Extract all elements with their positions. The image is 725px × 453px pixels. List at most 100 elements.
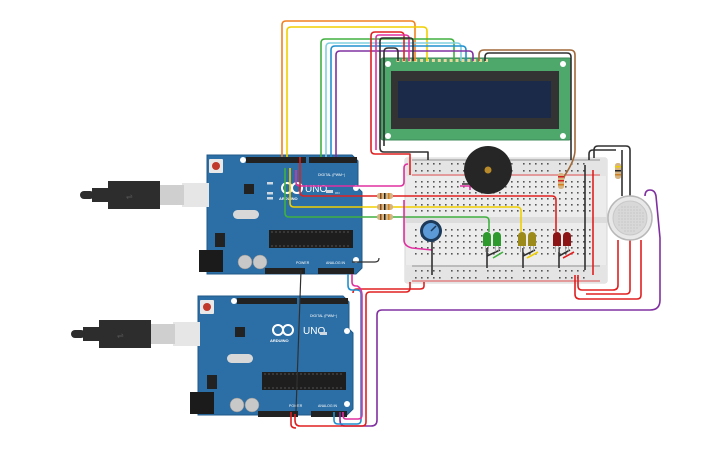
breadboard-hole[interactable]	[553, 181, 555, 183]
rail-hole[interactable]	[421, 277, 423, 279]
rail-hole[interactable]	[541, 270, 543, 272]
breadboard-hole[interactable]	[457, 186, 459, 188]
breadboard-hole[interactable]	[505, 204, 507, 206]
breadboard-hole[interactable]	[445, 235, 447, 237]
breadboard-hole[interactable]	[439, 181, 441, 183]
breadboard-hole[interactable]	[523, 192, 525, 194]
rail-hole[interactable]	[583, 277, 585, 279]
rail-hole[interactable]	[457, 170, 459, 172]
breadboard-hole[interactable]	[493, 229, 495, 231]
rail-hole[interactable]	[487, 277, 489, 279]
breadboard-hole[interactable]	[565, 210, 567, 212]
breadboard-hole[interactable]	[457, 192, 459, 194]
breadboard-hole[interactable]	[547, 241, 549, 243]
breadboard-hole[interactable]	[469, 235, 471, 237]
breadboard-hole[interactable]	[463, 204, 465, 206]
rail-hole[interactable]	[529, 170, 531, 172]
rail-hole[interactable]	[415, 277, 417, 279]
breadboard-hole[interactable]	[415, 241, 417, 243]
rail-hole[interactable]	[523, 270, 525, 272]
lcd-pin[interactable]	[467, 59, 471, 62]
breadboard-hole[interactable]	[583, 241, 585, 243]
breadboard-hole[interactable]	[457, 229, 459, 231]
rail-hole[interactable]	[523, 163, 525, 165]
breadboard-hole[interactable]	[457, 235, 459, 237]
breadboard-hole[interactable]	[481, 210, 483, 212]
breadboard-hole[interactable]	[541, 186, 543, 188]
breadboard-hole[interactable]	[553, 186, 555, 188]
breadboard-hole[interactable]	[559, 229, 561, 231]
breadboard-hole[interactable]	[553, 210, 555, 212]
breadboard-hole[interactable]	[547, 192, 549, 194]
rail-hole[interactable]	[433, 163, 435, 165]
breadboard-hole[interactable]	[571, 241, 573, 243]
breadboard-hole[interactable]	[487, 204, 489, 206]
rail-hole[interactable]	[463, 270, 465, 272]
breadboard-hole[interactable]	[571, 192, 573, 194]
breadboard-hole[interactable]	[517, 181, 519, 183]
rail-hole[interactable]	[511, 270, 513, 272]
breadboard-hole[interactable]	[493, 247, 495, 249]
breadboard-hole[interactable]	[463, 181, 465, 183]
breadboard-hole[interactable]	[535, 204, 537, 206]
rail-hole[interactable]	[559, 170, 561, 172]
breadboard-hole[interactable]	[421, 198, 423, 200]
breadboard-hole[interactable]	[547, 235, 549, 237]
breadboard-hole[interactable]	[445, 210, 447, 212]
breadboard-hole[interactable]	[451, 235, 453, 237]
breadboard-hole[interactable]	[475, 210, 477, 212]
breadboard-hole[interactable]	[439, 186, 441, 188]
rail-hole[interactable]	[583, 163, 585, 165]
rail-hole[interactable]	[427, 170, 429, 172]
breadboard-hole[interactable]	[535, 192, 537, 194]
breadboard-hole[interactable]	[577, 229, 579, 231]
breadboard-hole[interactable]	[469, 247, 471, 249]
breadboard-hole[interactable]	[439, 204, 441, 206]
rail-hole[interactable]	[541, 163, 543, 165]
breadboard-hole[interactable]	[451, 204, 453, 206]
usb-cable-bottom[interactable]: ⇌	[71, 320, 200, 348]
rail-hole[interactable]	[577, 163, 579, 165]
lcd-pin[interactable]	[443, 59, 447, 62]
breadboard-hole[interactable]	[511, 186, 513, 188]
breadboard-hole[interactable]	[589, 181, 591, 183]
rail-hole[interactable]	[487, 270, 489, 272]
led-red[interactable]	[553, 232, 561, 252]
rail-hole[interactable]	[427, 270, 429, 272]
rail-hole[interactable]	[529, 277, 531, 279]
led-green[interactable]	[493, 232, 501, 252]
breadboard-hole[interactable]	[589, 210, 591, 212]
rail-hole[interactable]	[451, 163, 453, 165]
breadboard-hole[interactable]	[565, 186, 567, 188]
breadboard-hole[interactable]	[433, 186, 435, 188]
breadboard-hole[interactable]	[523, 204, 525, 206]
breadboard-hole[interactable]	[505, 253, 507, 255]
breadboard-hole[interactable]	[547, 181, 549, 183]
breadboard-hole[interactable]	[445, 192, 447, 194]
breadboard-hole[interactable]	[493, 204, 495, 206]
rail-hole[interactable]	[565, 163, 567, 165]
breadboard-hole[interactable]	[439, 198, 441, 200]
breadboard-hole[interactable]	[535, 210, 537, 212]
rail-hole[interactable]	[577, 170, 579, 172]
potentiometer[interactable]	[420, 220, 442, 242]
rail-hole[interactable]	[583, 170, 585, 172]
rail-hole[interactable]	[547, 170, 549, 172]
rail-hole[interactable]	[415, 270, 417, 272]
breadboard-hole[interactable]	[475, 198, 477, 200]
breadboard-hole[interactable]	[553, 198, 555, 200]
rail-hole[interactable]	[451, 170, 453, 172]
led-yellow[interactable]	[518, 232, 526, 252]
breadboard-hole[interactable]	[415, 181, 417, 183]
breadboard-hole[interactable]	[439, 247, 441, 249]
rail-hole[interactable]	[427, 163, 429, 165]
breadboard-hole[interactable]	[535, 229, 537, 231]
breadboard-hole[interactable]	[499, 192, 501, 194]
breadboard-hole[interactable]	[523, 186, 525, 188]
breadboard-hole[interactable]	[523, 229, 525, 231]
rail-hole[interactable]	[493, 277, 495, 279]
lcd-pin[interactable]	[461, 59, 465, 62]
breadboard-hole[interactable]	[433, 241, 435, 243]
breadboard-hole[interactable]	[421, 192, 423, 194]
breadboard-hole[interactable]	[463, 198, 465, 200]
